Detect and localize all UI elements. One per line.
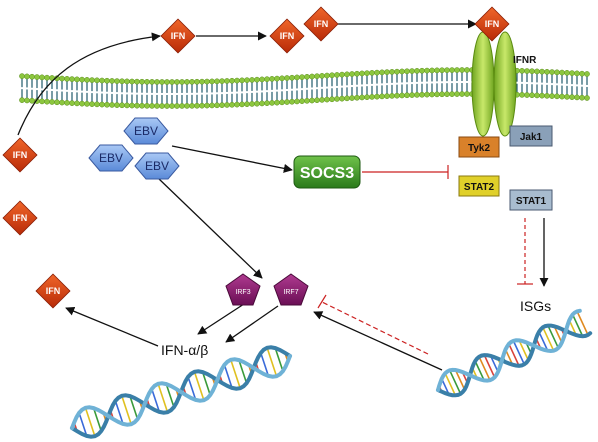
ifn-diamond-7: IFN xyxy=(35,273,71,309)
arrows xyxy=(17,19,549,371)
ebv-hexagon-3: EBV xyxy=(134,152,180,180)
ifn-receptor xyxy=(471,31,517,137)
ifn-label: IFN xyxy=(280,31,295,41)
ifn-label: IFN xyxy=(13,213,28,223)
inhibit-dna-to-irf7 xyxy=(321,301,429,355)
isgs-label: ISGs xyxy=(520,298,551,314)
ifn-diamond-3: IFN xyxy=(303,6,339,42)
irf3-label: IRF3 xyxy=(235,289,250,296)
stat1-label: STAT1 xyxy=(516,196,547,207)
socs3-box: SOCS3 xyxy=(293,155,361,189)
arrow-dna-to-irf7 xyxy=(313,311,443,371)
arrow-irf7-to-ifnab xyxy=(225,305,279,343)
dna-helix-right xyxy=(436,308,593,398)
arrow-ebv-to-socs3 xyxy=(171,145,293,173)
ebv-hexagon-2: EBV xyxy=(88,144,134,172)
ebv-label: EBV xyxy=(145,159,169,173)
ifn-label: IFN xyxy=(485,19,500,29)
stat1-box: STAT1 xyxy=(509,189,553,211)
arrow-irf3-to-ifnab xyxy=(197,303,245,335)
ebv-particles: EBV EBV EBV xyxy=(88,117,180,180)
irf7-pentagon: IRF7 xyxy=(273,273,309,306)
ifn-molecules: IFN IFN IFN IFN IFN IFN IFN xyxy=(2,6,510,309)
socs3-label: SOCS3 xyxy=(300,165,354,182)
ifn-label: IFN xyxy=(13,150,28,160)
ifn-diamond-1: IFN xyxy=(160,18,196,54)
inhibition-lines xyxy=(317,165,533,355)
cell-membrane xyxy=(19,67,590,109)
ebv-label: EBV xyxy=(99,151,123,165)
arrow-ebv-to-irf xyxy=(157,177,263,279)
ebv-label: EBV xyxy=(134,124,158,138)
ifn-label: IFN xyxy=(46,286,61,296)
arrow-ifnab-to-ifn xyxy=(65,306,159,347)
stat2-box: STAT2 xyxy=(458,175,500,197)
dna-helix-left xyxy=(70,345,292,439)
ebv-hexagon-1: EBV xyxy=(123,117,169,145)
receptor-label: IFNR xyxy=(513,55,537,66)
ifn-label: IFN xyxy=(171,31,186,41)
ifn-diamond-4: IFN xyxy=(474,6,510,42)
ifn-diamond-5: IFN xyxy=(2,137,38,173)
ifn-label: IFN xyxy=(314,19,329,29)
arrow-ifn-secretion xyxy=(17,32,161,136)
ifn-diamond-6: IFN xyxy=(2,200,38,236)
ifn-diamond-2: IFN xyxy=(269,18,305,54)
tyk2-box: Tyk2 xyxy=(458,136,500,158)
stat2-label: STAT2 xyxy=(464,182,495,193)
jak1-label: Jak1 xyxy=(520,132,543,143)
jak1-box: Jak1 xyxy=(509,125,553,147)
irf7-label: IRF7 xyxy=(283,289,298,296)
ifn-alpha-beta-label: IFN-α/β xyxy=(161,342,208,358)
irf3-pentagon: IRF3 xyxy=(225,273,261,306)
tyk2-label: Tyk2 xyxy=(468,143,490,154)
